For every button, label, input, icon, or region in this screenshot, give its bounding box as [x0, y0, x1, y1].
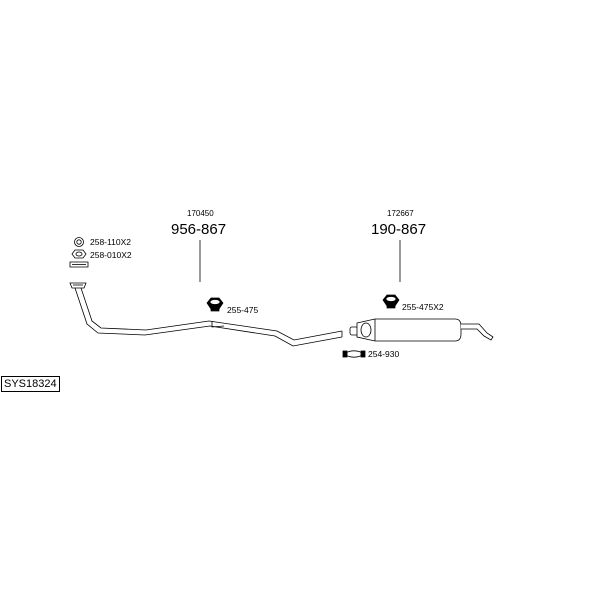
part-number-front-section[interactable]: 956-867 — [171, 221, 227, 238]
washer-icon — [74, 237, 84, 247]
part-label-flange-nut[interactable]: 258-010X2 — [90, 250, 132, 260]
system-code-box: SYS18324 — [1, 376, 60, 392]
flange-nut-icon — [69, 249, 89, 268]
part-number-rear-section[interactable]: 190-867 — [371, 221, 427, 238]
part-label-clamp[interactable]: 254-930 — [368, 349, 400, 359]
part-label-mount-front[interactable]: 255-475 — [227, 305, 259, 315]
front-pipe — [74, 287, 343, 347]
section-ref-rear: 172667 — [387, 209, 414, 218]
part-label-washer[interactable]: 258-110X2 — [90, 237, 131, 247]
part-label-mount-rear[interactable]: 255-475X2 — [402, 302, 444, 312]
rubber-mount-rear-icon — [382, 294, 400, 309]
rear-silencer — [349, 318, 494, 342]
section-ref-front: 170450 — [187, 209, 214, 218]
clamp-icon — [342, 350, 366, 358]
pipe-bracket — [211, 321, 225, 328]
rubber-mount-icon — [206, 297, 224, 312]
flange — [69, 282, 87, 289]
